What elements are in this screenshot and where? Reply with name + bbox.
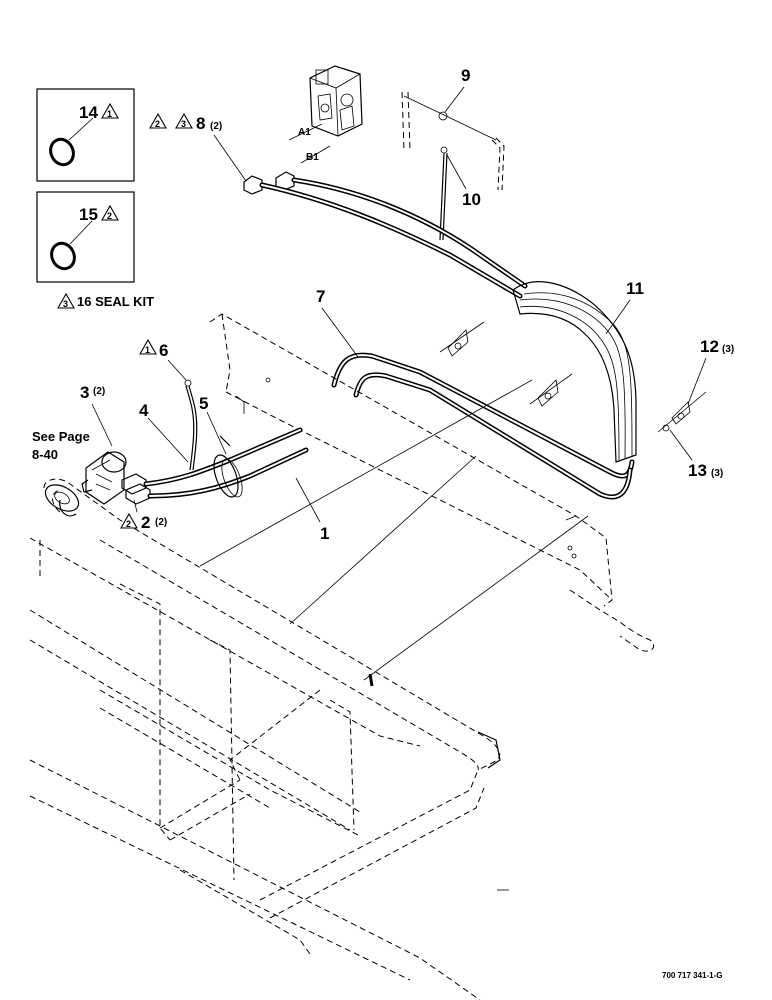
header-panel	[209, 313, 655, 652]
drawing-number: 700 717 341-1-G	[662, 971, 723, 980]
hose-clamp-9-10	[401, 91, 505, 241]
see-page-line1: See Page	[32, 429, 90, 444]
callout-14: 14	[79, 103, 98, 122]
svg-text:3: 3	[181, 119, 186, 129]
callout-2: 2	[141, 513, 150, 532]
callout-15: 15	[79, 205, 98, 224]
callout-11: 11	[626, 279, 644, 298]
svg-text:1: 1	[107, 109, 112, 119]
callout-3-qty: (2)	[93, 386, 105, 397]
header-frame	[29, 478, 501, 1000]
callout-4: 4	[139, 401, 149, 420]
inset-box-item-15	[36, 191, 135, 283]
callout-7: 7	[316, 287, 325, 306]
callout-1: 1	[320, 524, 329, 543]
callout-8: 8	[196, 114, 205, 133]
callout-13: 13	[688, 461, 707, 480]
note-triangle-2-item-15: 2	[101, 204, 119, 221]
callout-13-qty: (3)	[711, 468, 723, 479]
svg-text:1: 1	[145, 345, 150, 355]
motor-fittings-2	[121, 473, 151, 505]
valve-block	[309, 65, 363, 137]
callout-12: 12	[700, 337, 719, 356]
hose-sleeve-11	[512, 281, 637, 463]
note-triangle-2-item-8: 2	[149, 112, 167, 129]
long-hoses-7	[331, 352, 635, 500]
guide-lines	[199, 379, 589, 681]
note-triangle-1-item-6: 1	[139, 338, 157, 355]
upper-hoses	[259, 177, 528, 299]
see-page-line2: 8-40	[32, 447, 58, 462]
note-triangle-3-item-16: 3	[57, 292, 75, 309]
callout-16-seal-kit: 16 SEAL KIT	[77, 294, 154, 309]
hose-tie-5	[213, 435, 243, 498]
svg-text:2: 2	[126, 519, 131, 529]
callout-3: 3	[80, 383, 89, 402]
note-triangle-1-item-14: 1	[101, 102, 119, 119]
svg-text:2: 2	[155, 119, 160, 129]
hydraulic-motor-3	[81, 451, 127, 505]
svg-text:3: 3	[63, 299, 68, 309]
case-drain-hose-4	[184, 379, 198, 471]
hose-clamps	[439, 321, 707, 433]
note-triangle-2-item-2: 2	[120, 512, 138, 529]
svg-text:2: 2	[107, 211, 112, 221]
callout-12-qty: (3)	[722, 344, 734, 355]
callout-5: 5	[199, 394, 208, 413]
motor-hoses-1	[143, 427, 309, 499]
callout-8-qty: (2)	[210, 121, 222, 132]
note-triangle-3-item-8: 3	[175, 112, 193, 129]
callout-6: 6	[159, 341, 168, 360]
inset-box-item-14	[36, 88, 135, 182]
port-label-b1: B1	[306, 152, 319, 163]
callout-9: 9	[461, 66, 470, 85]
callout-10: 10	[462, 190, 481, 209]
callout-2-qty: (2)	[155, 517, 167, 528]
